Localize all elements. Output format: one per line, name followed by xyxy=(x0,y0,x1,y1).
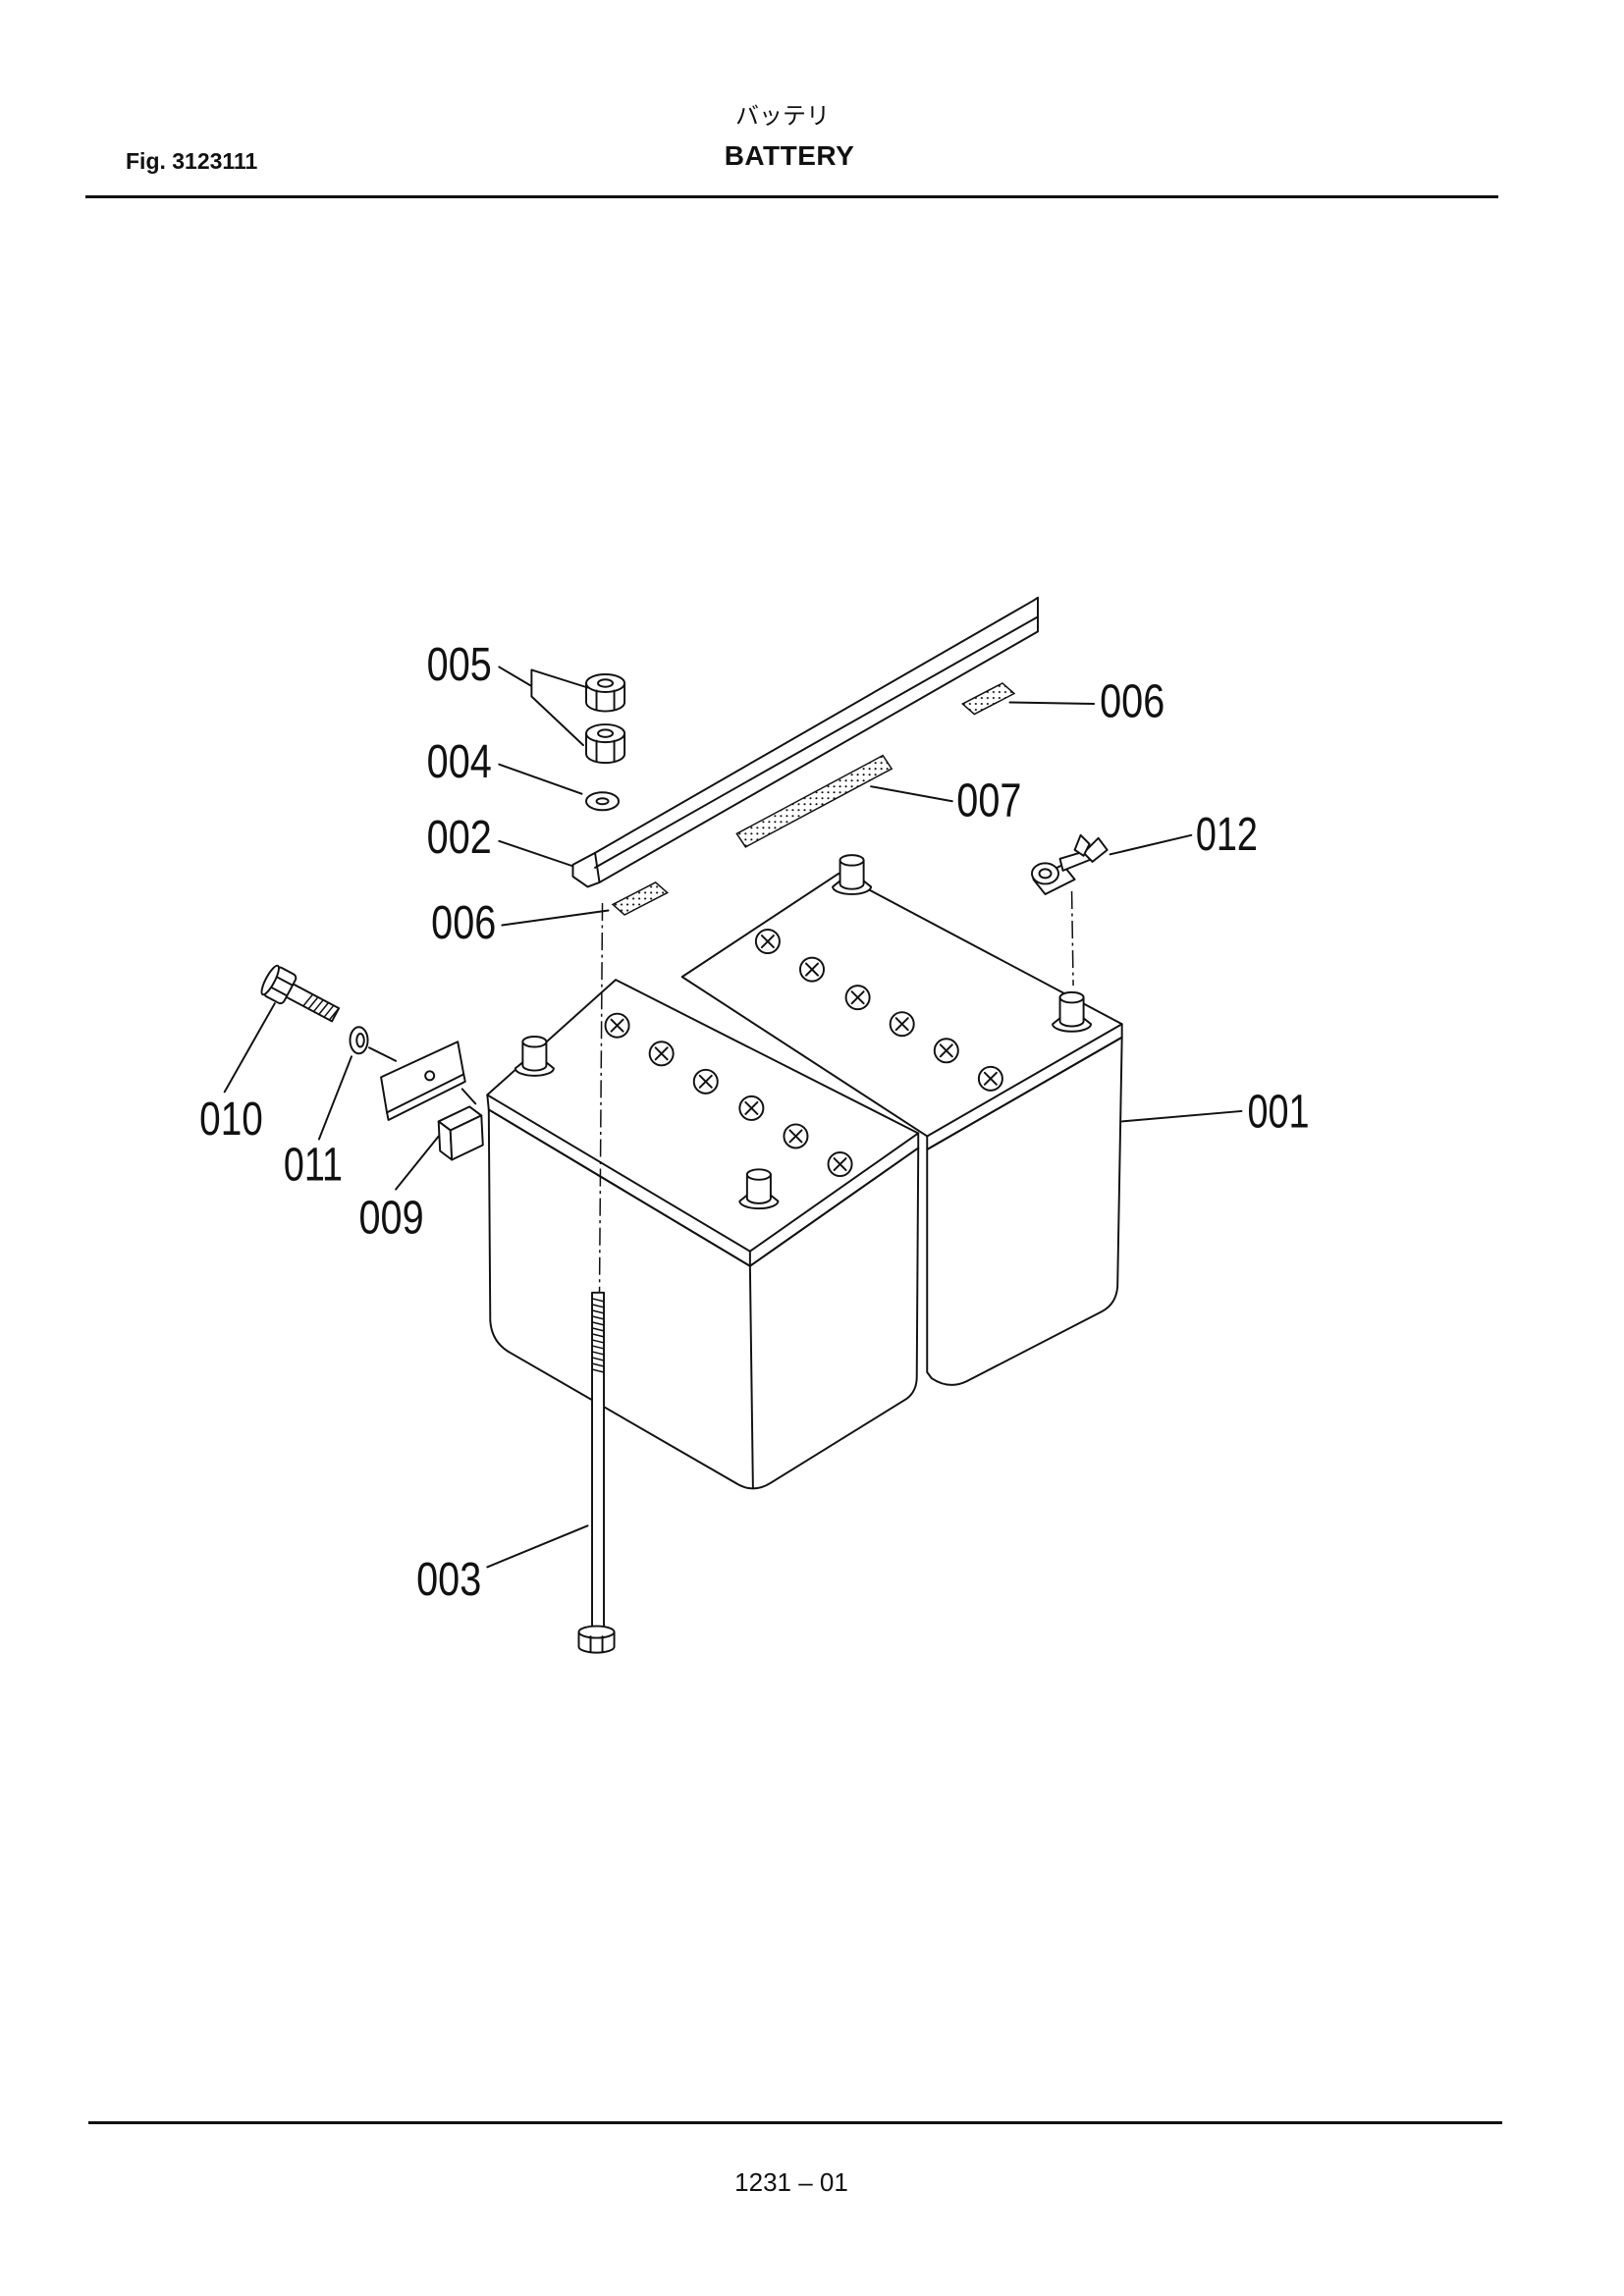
clamp-centerline xyxy=(1070,890,1074,987)
vent-cap xyxy=(827,1151,853,1178)
page-title: BATTERY xyxy=(724,140,855,171)
callout-002: 002 xyxy=(427,811,492,864)
vent-cap xyxy=(844,985,871,1011)
callout-labels: 005 004 002 006 006 007 012 001 010 011 … xyxy=(199,638,1309,1606)
callout-004: 004 xyxy=(427,735,492,788)
front-vent-caps xyxy=(604,1012,853,1178)
leader-003 xyxy=(486,1524,589,1569)
title-japanese: バッテリ xyxy=(735,102,830,130)
terminal-post xyxy=(1052,990,1093,1033)
terminal-clamp xyxy=(1031,833,1109,895)
rear-battery-lid-rim xyxy=(926,1023,1123,1150)
leader-012 xyxy=(1109,833,1193,856)
cushion-block xyxy=(437,1105,484,1161)
vent-cap xyxy=(783,1123,809,1149)
pad-006-left xyxy=(611,881,670,916)
rear-vent-caps xyxy=(754,929,1003,1092)
terminal-post xyxy=(738,1168,780,1210)
footer-rule xyxy=(88,2121,1502,2124)
leader-004 xyxy=(498,763,583,795)
callout-006-right: 006 xyxy=(1100,675,1164,728)
vent-cap xyxy=(604,1012,630,1039)
header-rule xyxy=(85,195,1498,198)
callout-003: 003 xyxy=(416,1553,481,1606)
front-battery-lid-rim xyxy=(486,1094,920,1267)
callout-010: 010 xyxy=(199,1093,263,1146)
leader-002 xyxy=(498,839,574,868)
leader-009 xyxy=(395,1135,440,1191)
leader-010 xyxy=(223,1002,276,1094)
pad-strip-007 xyxy=(735,754,893,848)
callout-007: 007 xyxy=(956,774,1021,827)
pad-006-right xyxy=(961,682,1016,716)
assembly-centerline xyxy=(598,902,604,1293)
terminal-post xyxy=(514,1036,555,1077)
vent-cap xyxy=(798,956,826,983)
callout-009: 009 xyxy=(359,1192,424,1245)
bracket-plate xyxy=(380,1041,466,1121)
mounting-bolt xyxy=(260,964,341,1023)
hold-down-bar xyxy=(571,596,1039,888)
leader-007 xyxy=(870,785,953,803)
page-number: 1231 – 01 xyxy=(734,2167,848,2197)
figure-number: Fig. 3123111 xyxy=(126,148,258,174)
callout-012: 012 xyxy=(1196,808,1258,861)
callout-001: 001 xyxy=(1247,1085,1309,1138)
plate-to-block-line xyxy=(460,1088,477,1105)
callout-011: 011 xyxy=(284,1139,343,1192)
washer xyxy=(585,791,621,812)
callout-005: 005 xyxy=(427,638,492,691)
vent-cap xyxy=(977,1065,1003,1092)
lock-washer xyxy=(349,1026,369,1055)
leader-011 xyxy=(317,1055,352,1141)
rear-battery-body xyxy=(926,1036,1123,1386)
leader-006-left xyxy=(501,909,610,927)
leader-006-right xyxy=(1008,701,1096,706)
vent-cap xyxy=(648,1041,675,1067)
front-battery-edge xyxy=(748,1264,754,1489)
long-bolt xyxy=(577,1291,616,1654)
leader-005 xyxy=(498,666,589,747)
nut xyxy=(585,723,626,765)
vent-cap xyxy=(933,1038,959,1064)
leader-001 xyxy=(1120,1109,1243,1123)
vent-cap xyxy=(889,1011,915,1038)
callout-006-left: 006 xyxy=(431,896,496,949)
rear-battery xyxy=(680,872,1123,1386)
vent-cap xyxy=(754,929,781,955)
leader-lines xyxy=(223,666,1243,1569)
vent-cap xyxy=(738,1095,765,1121)
nut xyxy=(585,672,626,713)
terminal-post xyxy=(832,854,873,895)
washer-to-plate-line xyxy=(368,1046,398,1062)
vent-cap xyxy=(692,1068,719,1095)
